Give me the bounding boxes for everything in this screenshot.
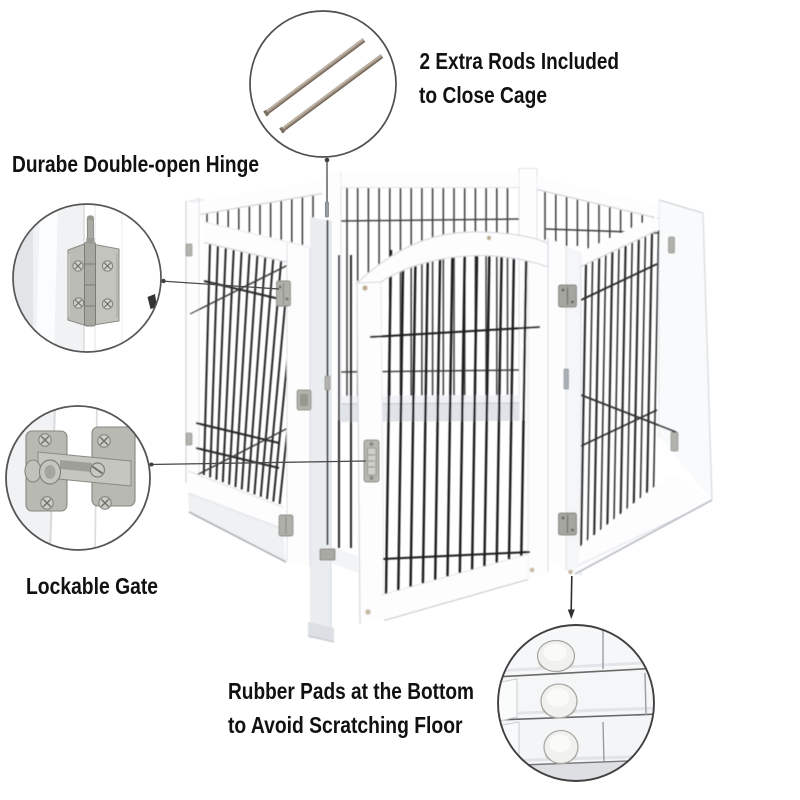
svg-text:Rubber Pads at the Bottom: Rubber Pads at the Bottom: [228, 678, 474, 704]
svg-text:to Avoid Scratching Floor: to Avoid Scratching Floor: [228, 712, 463, 738]
svg-text:Lockable Gate: Lockable Gate: [26, 573, 158, 599]
svg-text:to Close Cage: to Close Cage: [419, 82, 547, 108]
svg-text:Durabe Double-open Hinge: Durabe Double-open Hinge: [12, 151, 259, 177]
svg-text:2 Extra Rods Included: 2 Extra Rods Included: [420, 48, 620, 74]
